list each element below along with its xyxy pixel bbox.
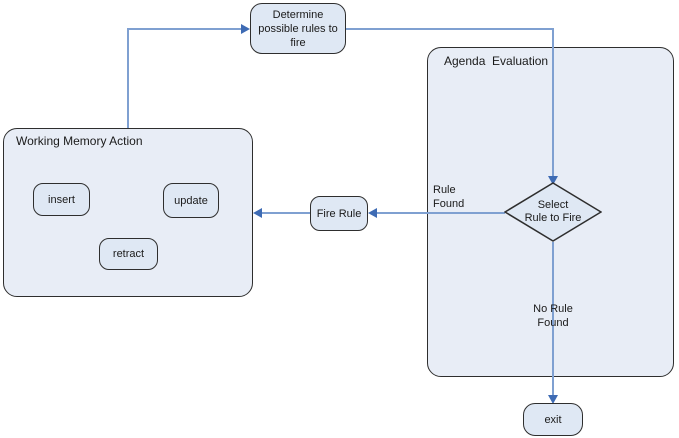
node-update: update [163, 183, 219, 218]
arrowhead-into-wma [253, 208, 262, 218]
connector-wma-to-determine-vertical [127, 28, 129, 128]
node-fire-rule-label: Fire Rule [316, 207, 362, 220]
edge-label-rule-found-line2: Found [433, 198, 465, 210]
node-update-label: update [174, 194, 208, 207]
edge-label-rule-found: Rule Found [433, 183, 464, 211]
arrowhead-into-determine [241, 24, 250, 34]
edge-label-no-rule-found: No Rule Found [518, 302, 588, 330]
arrowhead-into-select-rule [548, 176, 558, 185]
node-select-rule-line1: Select [537, 199, 569, 211]
node-retract: retract [99, 238, 158, 270]
connector-fire-rule-to-wma [262, 212, 310, 214]
agenda-evaluation-title: Agenda Evaluation [444, 54, 549, 68]
node-select-rule-line2: Rule to Fire [524, 212, 582, 224]
connector-determine-to-select-horizontal [345, 28, 554, 30]
arrowhead-into-fire-rule [368, 208, 377, 218]
node-exit: exit [523, 403, 583, 436]
node-determine-line1: Determine [272, 8, 324, 21]
node-select-rule-to-fire: Select Rule to Fire [504, 182, 602, 242]
node-insert-label: insert [48, 193, 75, 206]
connector-determine-to-select-vertical [552, 28, 554, 177]
working-memory-action-title: Working Memory Action [16, 134, 143, 148]
node-determine-line2: possible rules to [258, 22, 338, 35]
decision-diamond-shape [504, 182, 602, 242]
edge-label-no-rule-found-line1: No Rule [533, 303, 573, 315]
node-fire-rule: Fire Rule [310, 196, 368, 231]
arrowhead-into-exit [548, 395, 558, 404]
connector-wma-to-determine-horizontal [127, 28, 243, 30]
edge-label-rule-found-line1: Rule [433, 184, 456, 196]
node-determine-line3: fire [290, 36, 306, 49]
node-select-rule-text: Select Rule to Fire [504, 182, 602, 242]
node-determine-possible-rules: Determine possible rules to fire [250, 3, 346, 54]
connector-select-to-fire-rule [377, 212, 505, 214]
node-retract-label: retract [112, 248, 145, 260]
edge-label-no-rule-found-line2: Found [537, 317, 569, 329]
node-exit-label: exit [544, 413, 562, 426]
node-insert: insert [33, 183, 90, 216]
connector-select-to-exit [552, 242, 554, 395]
